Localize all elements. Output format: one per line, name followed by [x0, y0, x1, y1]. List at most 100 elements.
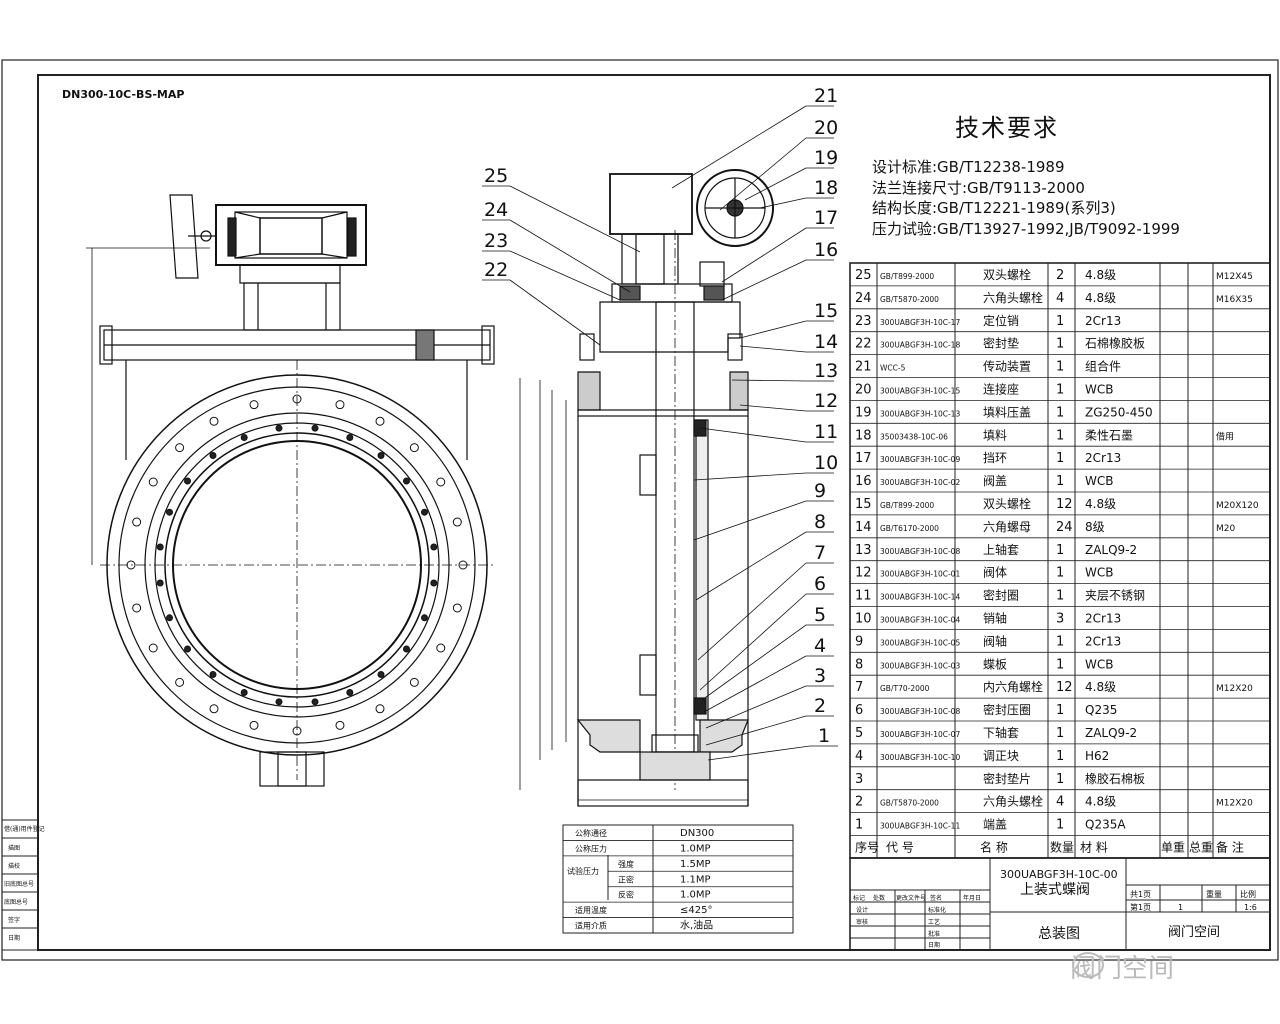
callout-leader [739, 345, 807, 353]
title-scale: 1:6 [1244, 903, 1257, 912]
tech-requirement-line: 压力试验:GB/T13927-1992,JB/T9092-1999 [872, 220, 1180, 238]
bom-cell: GB/T899-2000 [880, 272, 934, 281]
tb-row-1: 处数 [873, 894, 885, 902]
front-view [99, 194, 495, 787]
callout-leader [721, 259, 807, 301]
outer-border [1, 59, 1279, 961]
bom-cell: 300UABGF3H-10C-10 [880, 753, 960, 762]
bom-cell: GB/T70-2000 [880, 684, 930, 693]
spec-label: 反密 [618, 890, 634, 900]
spec-label: 正密 [618, 874, 634, 884]
bom-cell: 1 [1056, 428, 1064, 443]
bom-cell: 300UABGF3H-10C-01 [880, 570, 960, 579]
bom-cell: 密封垫 [983, 336, 1019, 351]
bom-cell: 挡环 [983, 451, 1007, 465]
callout-number: 9 [814, 480, 826, 502]
bom-cell: 2 [1056, 268, 1064, 283]
bolt-hole [240, 434, 248, 442]
bolt-hole [311, 698, 319, 706]
bom-cell: 4 [855, 749, 863, 764]
title-company: 阀门空间 [1168, 925, 1220, 940]
strip-label-6: 日期 [8, 934, 20, 942]
bom-cell: 1 [1056, 703, 1064, 718]
bom-cell: 24 [855, 291, 872, 306]
bolt-hole [402, 477, 410, 485]
bom-cell: 密封压圈 [983, 702, 1031, 717]
bom-cell: 填料压盖 [983, 405, 1031, 419]
callout-leader [699, 593, 807, 691]
bom-cell: 3 [1056, 612, 1064, 627]
bolt-hole [458, 560, 468, 570]
bom-cell: 填料 [983, 428, 1007, 442]
bolt-hole [292, 726, 302, 736]
callout-number: 24 [484, 199, 508, 221]
title-scale-hdr: 比例 [1240, 889, 1256, 899]
bolt-hole [209, 704, 219, 714]
tb-role-5: 日期 [928, 941, 940, 949]
bom-cell: 4.8级 [1085, 795, 1116, 809]
bom-cell: WCB [1085, 383, 1113, 397]
bolt-hole [346, 434, 354, 442]
bolt-hole [346, 688, 354, 696]
bom-cell: 1 [1056, 818, 1064, 833]
bom-cell: 组合件 [1085, 359, 1121, 374]
callout-leader [739, 404, 807, 412]
strip-label-3: 旧底图总号 [4, 880, 34, 888]
bom-cell: 石棉橡胶板 [1085, 336, 1145, 351]
bom-cell: 1 [1056, 749, 1064, 764]
callout-number: 6 [814, 573, 826, 595]
bom-cell: 12 [1056, 497, 1073, 512]
bolt-hole [430, 579, 438, 587]
spec-value: 1.0MP [680, 843, 711, 854]
callout-leader [759, 197, 807, 209]
section-view [519, 169, 774, 807]
bom-cell: 1 [1056, 657, 1064, 672]
bolt-hole [148, 643, 158, 653]
bom-cell: 阀轴 [983, 633, 1007, 648]
wechat-icon [1072, 952, 1104, 978]
bolt-hole [175, 677, 185, 687]
bolt-hole [175, 443, 185, 453]
bom-cell: M12X20 [1216, 799, 1253, 809]
bom-cell: 连接座 [983, 382, 1019, 397]
bom-cell: 下轴套 [983, 725, 1019, 740]
callout-number: 11 [814, 421, 838, 443]
bom-cell: Q235A [1085, 818, 1126, 832]
callout-leader [697, 562, 807, 661]
tech-requirement-line: 设计标准:GB/T12238-1989 [872, 158, 1065, 176]
bom-cell: GB/T899-2000 [880, 501, 934, 510]
callout-number: 17 [814, 207, 838, 229]
bolt-hole [156, 543, 164, 551]
tb-role-0: 设计 [856, 906, 868, 914]
bom-cell: 17 [855, 451, 872, 466]
callout-numbers: 1234567891011121314151617181920212223242… [484, 85, 838, 747]
tech-requirements-title: 技术要求 [955, 114, 1059, 142]
callout-leader [719, 137, 807, 211]
callout-number: 22 [484, 259, 508, 281]
callout-leader [699, 427, 807, 443]
bom-cell: 销轴 [983, 611, 1007, 626]
spec-table [562, 824, 794, 934]
bom-header-cell: 名 称 [980, 840, 1008, 855]
bom-cell: 4.8级 [1085, 291, 1116, 305]
callout-number: 7 [814, 542, 826, 564]
bom-cell: 300UABGF3H-10C-18 [880, 341, 960, 350]
bom-cell: 300UABGF3H-10C-02 [880, 478, 960, 487]
bom-cell: 1 [1056, 726, 1064, 741]
bom-cell: 4 [1056, 795, 1064, 810]
bom-cell: 300UABGF3H-10C-11 [880, 822, 960, 831]
bom-cell: M12X45 [1216, 272, 1253, 282]
callout-leader [671, 105, 807, 189]
bom-cell: 柔性石墨 [1085, 428, 1133, 442]
bom-cell: 8级 [1085, 520, 1105, 534]
callout-leader [705, 715, 807, 746]
callout-leader [509, 219, 631, 293]
bom-cell: 300UABGF3H-10C-13 [880, 409, 960, 418]
bolt-hole [409, 677, 419, 687]
bom-cell: 300UABGF3H-10C-03 [880, 661, 960, 670]
bom-cell: ZG250-450 [1085, 405, 1153, 419]
callout-leader [707, 745, 811, 761]
bom-cell: WCB [1085, 474, 1113, 488]
bolt-hole [156, 579, 164, 587]
